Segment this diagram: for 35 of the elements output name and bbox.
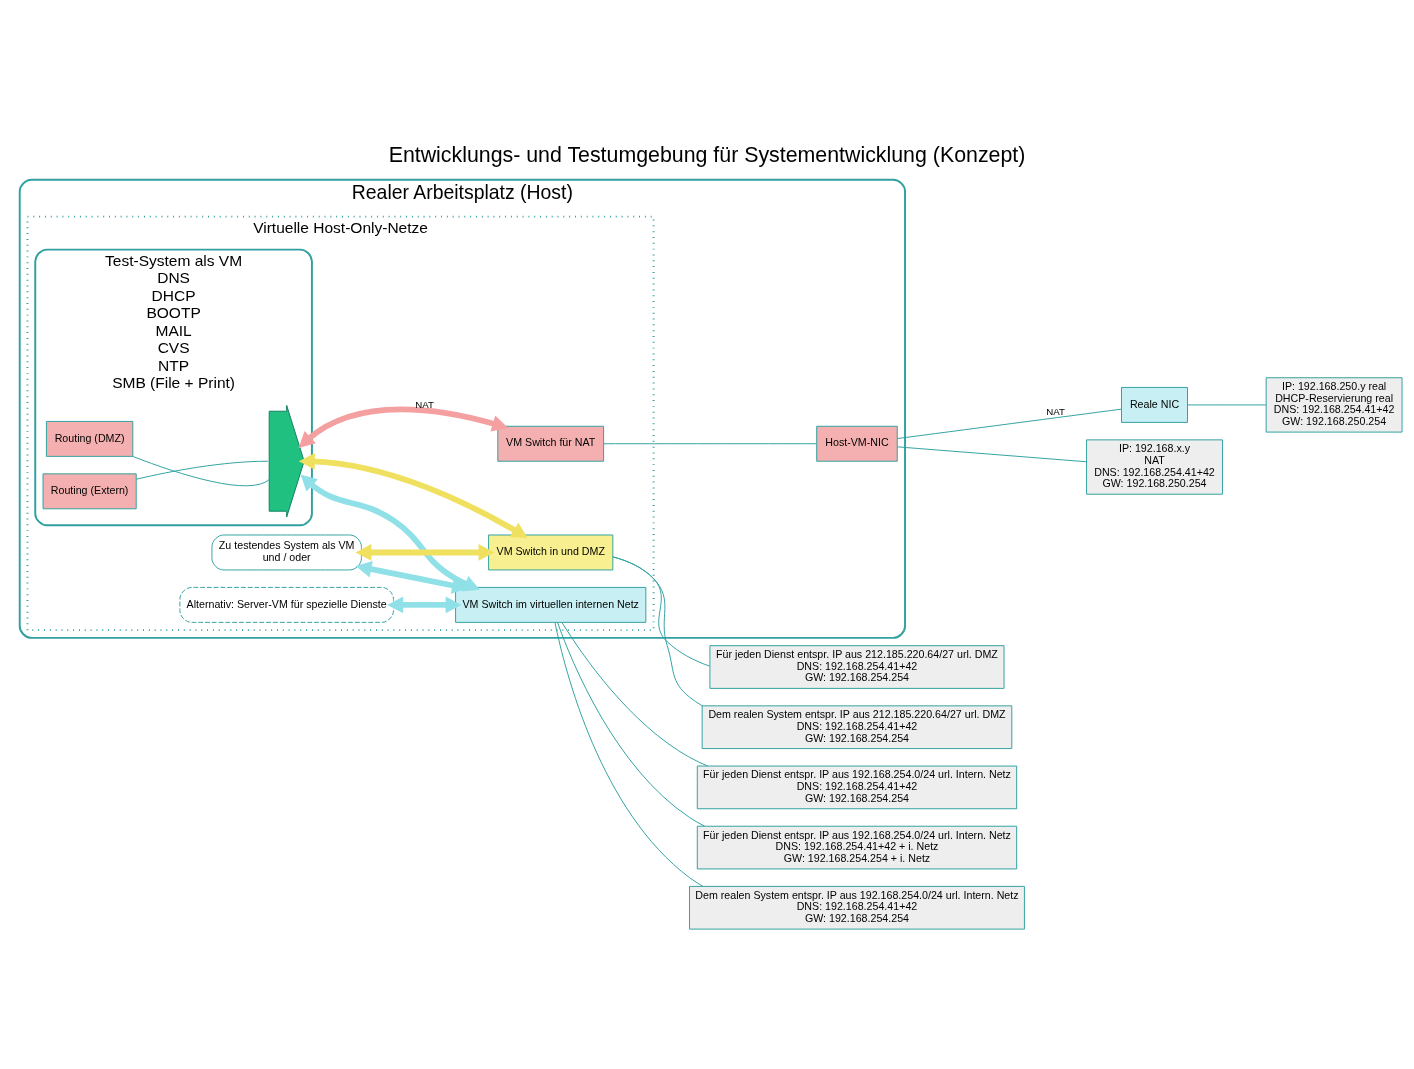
connector — [557, 621, 705, 827]
node-box: Alternativ: Server-VM für spezielle Dienste — [179, 586, 394, 623]
node-box: Routing (DMZ) — [45, 420, 134, 457]
edge-label: NAT — [415, 398, 434, 410]
connector — [561, 621, 709, 766]
node-box: VM Switch für NAT — [497, 425, 605, 462]
connector — [135, 460, 269, 480]
node-box: Routing (Extern) — [42, 472, 137, 509]
node-box: VM Switch in und DMZ — [488, 534, 614, 570]
arrow — [300, 473, 480, 591]
arrow — [298, 405, 509, 448]
node-box: VM Switch im virtuellen internen Netz — [455, 586, 647, 623]
arrow — [387, 596, 462, 613]
node-box: IP: 192.168.250.y real DHCP-Reservierung real DNS: 192.168.254.41+42 GW: 192.168.250.254 — [1265, 376, 1403, 433]
node-box: Für jeden Dienst entspr. IP aus 192.168.254.0/24 url. Intern. Netz DNS: 192.168.254.41+42 + i. Netz GW: 192.168.254.254 + i. Netz — [696, 825, 1018, 869]
node-box: Dem realen System entspr. IP aus 212.185.220.64/27 url. DMZ DNS: 192.168.254.41+42 GW: 192.168.254.254 — [701, 704, 1013, 749]
arrow — [298, 452, 528, 538]
connector — [603, 442, 817, 444]
node-box: Host-VM-NIC — [816, 425, 898, 462]
node-box: Für jeden Dienst entspr. IP aus 192.168.254.0/24 url. Intern. Netz DNS: 192.168.254.41+42 GW: 192.168.254.254 — [696, 765, 1018, 809]
node-box: Zu testendes System als VM und / oder — [211, 534, 362, 570]
arrow — [355, 543, 495, 561]
connector — [897, 445, 1087, 462]
connector — [132, 455, 271, 486]
node-arrow — [268, 404, 305, 518]
connector — [554, 621, 704, 887]
diagram-title: Entwicklungs- und Testumgebung für Systementwicklung (Konzept) — [388, 142, 1026, 167]
edge-label: NAT — [1046, 405, 1065, 417]
connector — [612, 555, 703, 706]
node-box: Für jeden Dienst entspr. IP aus 212.185.220.64/27 url. DMZ DNS: 192.168.254.41+42 GW: 192.168.254.254 — [709, 644, 1005, 689]
connector — [1187, 403, 1267, 405]
node-box: IP: 192.168.x.y NAT DNS: 192.168.254.41+42 GW: 192.168.250.254 — [1086, 438, 1223, 495]
node-box: Reale NIC — [1121, 386, 1188, 423]
node-box: Dem realen System entspr. IP aus 192.168.254.0/24 url. Intern. Netz DNS: 192.168.254.41+42 GW: 192.168.254.254 — [689, 885, 1025, 930]
connector — [897, 408, 1122, 439]
